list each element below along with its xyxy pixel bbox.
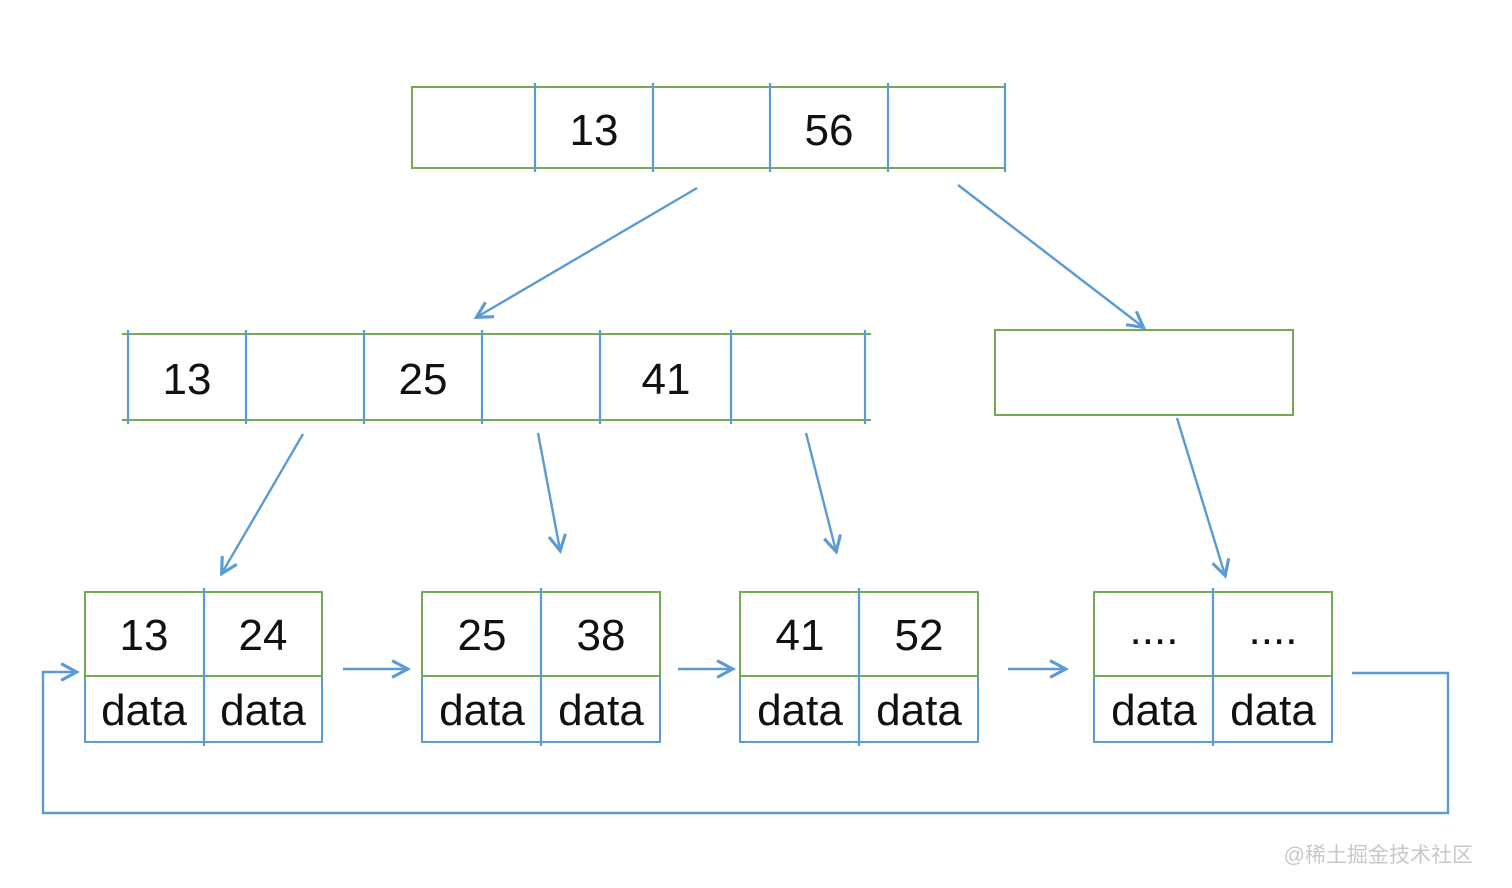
arrow-internal-to-leaf-1 — [219, 433, 305, 577]
arrow-leaf4-loop-to-leaf1 — [41, 662, 1450, 815]
leaf-node-2: 25 38 data data — [421, 588, 661, 746]
internal-node: 13 25 41 — [122, 330, 871, 424]
root-key: 13 — [570, 106, 619, 155]
leaf-node-4: .... .... data data — [1093, 588, 1333, 746]
leaf-node-1: 13 24 data data — [84, 588, 323, 746]
leaf-key: 41 — [776, 611, 825, 660]
internal-key: 41 — [642, 355, 691, 404]
leaf-key: 52 — [895, 611, 944, 660]
leaf-key: 38 — [577, 611, 626, 660]
root-node: 13 56 — [411, 83, 1007, 172]
internal-key: 13 — [163, 355, 212, 404]
leaf-node-3: 41 52 data data — [739, 588, 979, 746]
leaf-data: data — [757, 686, 843, 735]
leaf-key: .... — [1249, 605, 1298, 654]
arrow-overflow-to-leaf-4 — [1175, 417, 1231, 579]
leaf-data: data — [101, 686, 187, 735]
leaf-data: data — [220, 686, 306, 735]
root-key: 56 — [805, 106, 854, 155]
leaf-data: data — [558, 686, 644, 735]
root-node-box — [411, 86, 1006, 169]
leaf-key: 25 — [458, 611, 507, 660]
arrow-internal-to-leaf-2 — [536, 432, 567, 554]
leaf-chain-edges — [41, 659, 1450, 815]
leaf-key: 13 — [120, 611, 169, 660]
leaf-data: data — [876, 686, 962, 735]
overflow-node-box — [994, 329, 1294, 416]
leaf-key: 24 — [239, 611, 288, 660]
leaf-data: data — [1111, 686, 1197, 735]
leaf-key: .... — [1130, 605, 1179, 654]
tree-edges — [219, 184, 1231, 579]
arrow-root-to-overflow — [957, 184, 1147, 330]
arrow-internal-to-leaf-3 — [804, 432, 842, 555]
leaf-data: data — [439, 686, 525, 735]
watermark-text: @稀土掘金技术社区 — [1284, 844, 1473, 867]
leaf-data: data — [1230, 686, 1316, 735]
overflow-node — [994, 329, 1294, 416]
internal-key: 25 — [399, 355, 448, 404]
arrow-root-to-internal — [473, 186, 698, 320]
